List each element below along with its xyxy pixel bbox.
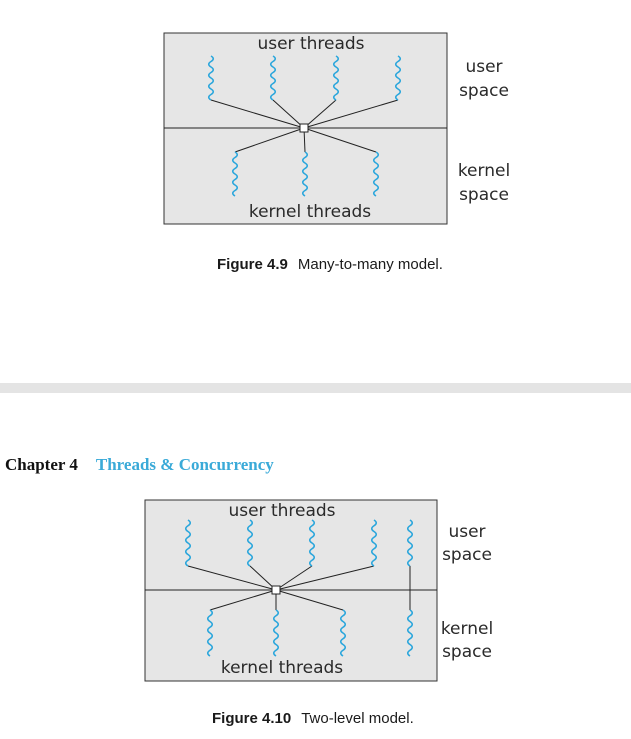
figure-caption-4-10: Figure 4.10 Two-level model. [212,710,414,727]
bound-user-thread [406,519,414,567]
user-space-label-line1: user [465,57,503,77]
thread-connector [275,565,375,591]
caption-number: Figure 4.10 [212,710,292,727]
multiplexer-node [299,123,309,133]
kernel-thread [339,609,347,657]
thread-connector [187,565,277,591]
user-space-label-line1: user [448,522,486,542]
user-thread [332,55,340,101]
user-thread [394,55,402,101]
multiplexer-node [271,585,281,595]
kernel-thread [372,151,380,197]
user-threads-label: user threads [257,34,365,54]
figure-caption-4-9: Figure 4.9 Many-to-many model. [217,256,443,273]
user-space-label-line2: space [459,81,509,101]
kernel-threads-label: kernel threads [248,202,372,222]
user-thread [184,519,192,567]
thread-connector [303,99,337,129]
chapter-title: Threads & Concurrency [95,455,274,474]
kernel-space-label-line1: kernel [457,161,511,181]
thread-connector [275,565,313,591]
two-level-diagram [144,499,438,682]
thread-connector [272,99,305,129]
kernel-thread [301,151,309,197]
user-thread [207,55,215,101]
kernel-thread [206,609,214,657]
thread-connector [275,589,344,611]
many-to-many-diagram [163,32,448,225]
kernel-space-label-line1: kernel [440,619,494,639]
thread-connector [210,99,305,129]
kernel-space-label-line2: space [442,642,492,662]
user-thread [269,55,277,101]
bound-kernel-thread [406,609,414,657]
user-thread [370,519,378,567]
caption-text: Many-to-many model. [297,256,443,273]
caption-text: Two-level model. [301,710,414,727]
page-gap [0,383,631,393]
user-thread [246,519,254,567]
user-space-label-line2: space [442,545,492,565]
kernel-threads-label: kernel threads [220,658,344,678]
user-threads-label: user threads [228,501,336,521]
thread-connector [303,99,399,129]
kernel-thread [272,609,280,657]
caption-number: Figure 4.9 [217,256,288,273]
thread-connector [234,127,305,153]
user-thread [308,519,316,567]
chapter-number: Chapter 4 [5,455,78,474]
kernel-thread [231,151,239,197]
thread-connector [209,589,277,611]
chapter-header: Chapter 4 Threads & Concurrency [5,455,274,475]
thread-connector [303,127,377,153]
kernel-space-label-line2: space [459,185,509,205]
